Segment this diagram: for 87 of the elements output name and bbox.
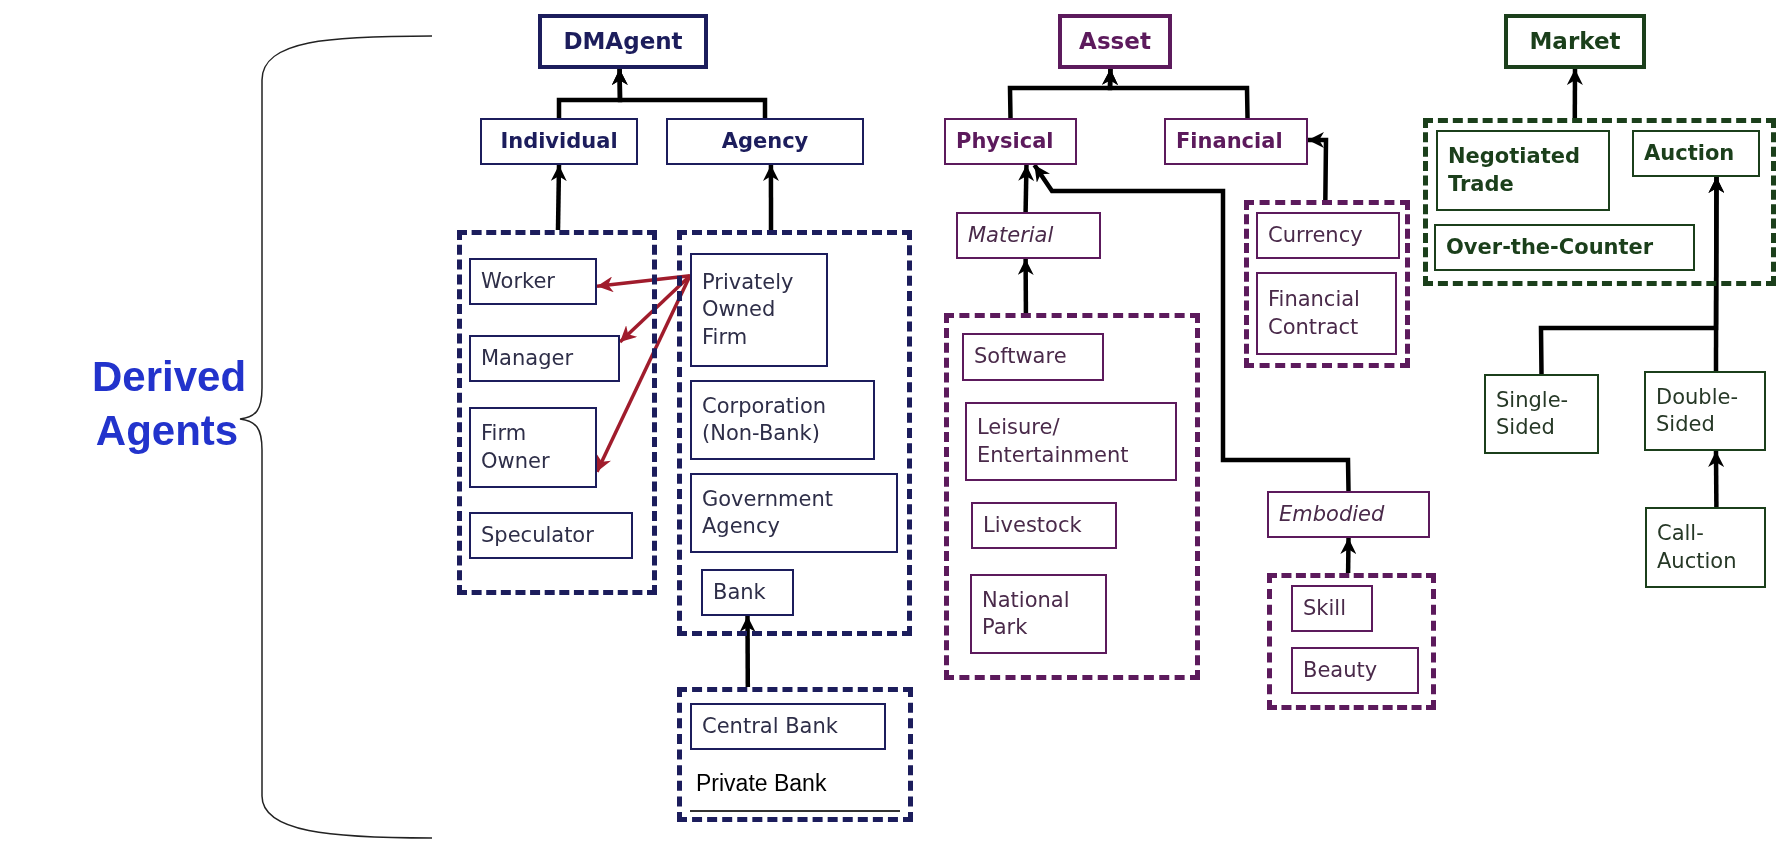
- box-label: Call-Auction: [1657, 520, 1738, 575]
- class-box: [971, 502, 1117, 549]
- box-label: Auction: [1644, 139, 1735, 167]
- dashed-group-box: [944, 313, 1200, 680]
- class-box: [469, 258, 597, 305]
- box-label: Government Agency: [702, 485, 834, 540]
- class-box: [1267, 491, 1430, 538]
- class-box: [1504, 14, 1646, 69]
- arrow: [1017, 259, 1034, 313]
- dashed-group-box: [677, 230, 912, 636]
- class-box: [1645, 507, 1766, 588]
- arrow: [762, 165, 779, 230]
- box-label: Currency: [1268, 221, 1363, 249]
- box-label: Financial: [1176, 127, 1283, 155]
- class-box: [1434, 224, 1695, 271]
- class-box: [690, 473, 898, 553]
- box-label: Asset: [1079, 26, 1151, 56]
- box-label: Over-the-Counter: [1446, 233, 1654, 261]
- box-label: Speculator: [481, 521, 594, 549]
- box-label: Worker: [481, 267, 555, 295]
- class-box: [1164, 118, 1308, 165]
- class-box: [1632, 130, 1760, 177]
- box-label: Corporation (Non-Bank): [702, 392, 828, 447]
- class-box: [666, 118, 864, 165]
- class-box: [690, 380, 875, 460]
- group-title: Derived Agents: [92, 352, 242, 456]
- class-box: [690, 253, 828, 367]
- box-label: Skill: [1303, 594, 1346, 622]
- class-box: [944, 118, 1077, 165]
- box-label: Embodied: [1279, 500, 1385, 528]
- arrow: [1708, 451, 1725, 507]
- class-box: [1484, 374, 1599, 454]
- box-label: Double-Sided: [1656, 383, 1739, 438]
- box-label: Beauty: [1303, 656, 1378, 684]
- box-label: Leisure/ Entertainment: [977, 414, 1130, 469]
- arrow: [739, 616, 756, 687]
- box-label: Negotiated Trade: [1448, 143, 1581, 198]
- arrow: [1018, 164, 1035, 213]
- class-box: [1058, 14, 1172, 69]
- class-box: [469, 335, 620, 382]
- box-label: Material: [968, 221, 1054, 249]
- box-label: Individual: [500, 127, 618, 155]
- class-box: [965, 402, 1177, 481]
- class-box: [1644, 371, 1766, 451]
- class-box: [1256, 272, 1397, 355]
- arrow: [1032, 163, 1351, 492]
- arrow: [596, 274, 691, 293]
- dashed-group-box: [457, 230, 657, 595]
- class-box: [480, 118, 638, 165]
- box-label: Livestock: [983, 511, 1082, 539]
- class-box: [970, 574, 1107, 654]
- arrow: [611, 68, 768, 118]
- box-label: Central Bank: [702, 712, 838, 740]
- box-label: Private Bank: [696, 769, 827, 799]
- box-label: Market: [1529, 26, 1621, 56]
- dashed-group-box: [1244, 200, 1410, 368]
- class-box: [1291, 647, 1419, 694]
- class-box: [701, 569, 794, 616]
- arrow: [1308, 132, 1329, 201]
- box-label: Single-Sided: [1496, 386, 1570, 441]
- arrow: [550, 164, 567, 231]
- class-box: [962, 333, 1104, 381]
- class-box: [538, 14, 708, 69]
- box-label: Bank: [713, 578, 766, 606]
- arrow: [1708, 177, 1725, 371]
- box-label: Manager: [481, 344, 574, 372]
- class-box: [1291, 585, 1373, 632]
- box-label: National Park: [982, 586, 1071, 641]
- class-box: [1436, 130, 1610, 211]
- dashed-group-box: [1267, 573, 1436, 710]
- box-label: Physical: [956, 127, 1054, 155]
- class-box: [469, 512, 633, 559]
- class-box: [1256, 212, 1400, 259]
- box-label: Privately Owned Firm: [702, 269, 795, 351]
- box-label: Agency: [721, 127, 809, 155]
- arrow: [1340, 537, 1357, 574]
- class-box: [469, 407, 597, 488]
- box-label: Software: [974, 343, 1067, 371]
- arrow: [1566, 69, 1583, 118]
- box-label: DMAgent: [563, 26, 683, 56]
- class-box: [956, 212, 1101, 259]
- box-label: Financial Contract: [1268, 286, 1361, 341]
- class-box: [690, 703, 886, 750]
- dashed-group-box: [677, 687, 913, 822]
- box-label: Firm Owner: [481, 420, 551, 475]
- dashed-group-box: [1423, 118, 1776, 286]
- arrow: [1102, 68, 1250, 119]
